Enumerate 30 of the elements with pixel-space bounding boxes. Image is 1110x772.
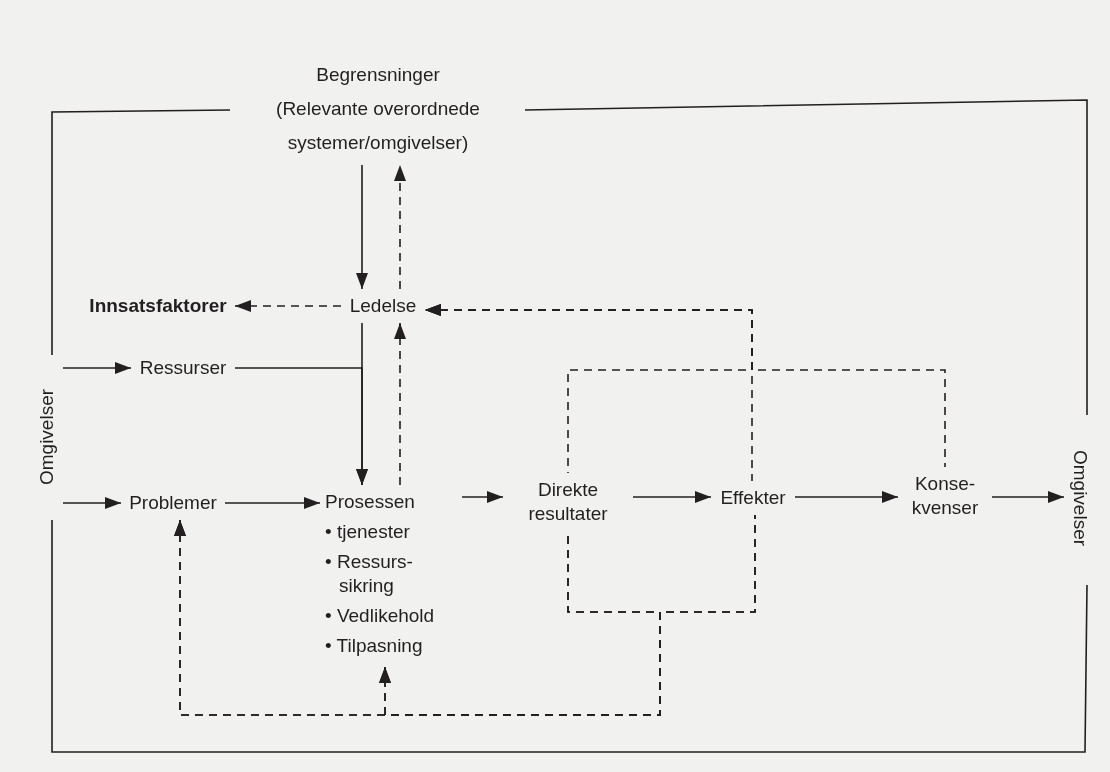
bullet-item: • Ressurs- sikring: [325, 550, 414, 598]
arrow: [62, 362, 132, 374]
bullet-item: • tjenester: [325, 520, 411, 544]
node-label: Konse- kvenser: [910, 472, 980, 520]
node-label: Begrensninger: [315, 63, 441, 87]
node-label: Omgivelser: [1069, 449, 1091, 547]
node-label: Ledelse: [348, 294, 418, 318]
node-label: Omgivelser: [36, 388, 58, 486]
arrow: [632, 491, 712, 503]
arrow: [794, 491, 899, 503]
arrow: [394, 322, 406, 486]
node-label: Innsatsfaktorer: [88, 294, 228, 318]
node-label: (Relevante overordnede systemer/omgivelser): [275, 97, 481, 155]
node-label: Problemer: [128, 491, 218, 515]
arrow: [234, 300, 342, 312]
node-label: Ressurser: [138, 356, 228, 380]
node-label: Direkte resultater: [527, 478, 609, 526]
arrow: [424, 304, 946, 468]
arrow: [356, 322, 368, 486]
bullet-item: • Vedlikehold: [325, 604, 436, 628]
node-label: Effekter: [719, 486, 787, 510]
arrow: [461, 491, 504, 503]
arrow: [224, 497, 321, 509]
arrow: [394, 164, 406, 290]
arrow: [356, 164, 368, 290]
bullet-item: • Tilpasning: [325, 634, 424, 658]
node-label: Prosessen: [325, 490, 416, 514]
arrow: [62, 497, 122, 509]
arrow: [991, 491, 1065, 503]
arrow: [174, 514, 756, 716]
